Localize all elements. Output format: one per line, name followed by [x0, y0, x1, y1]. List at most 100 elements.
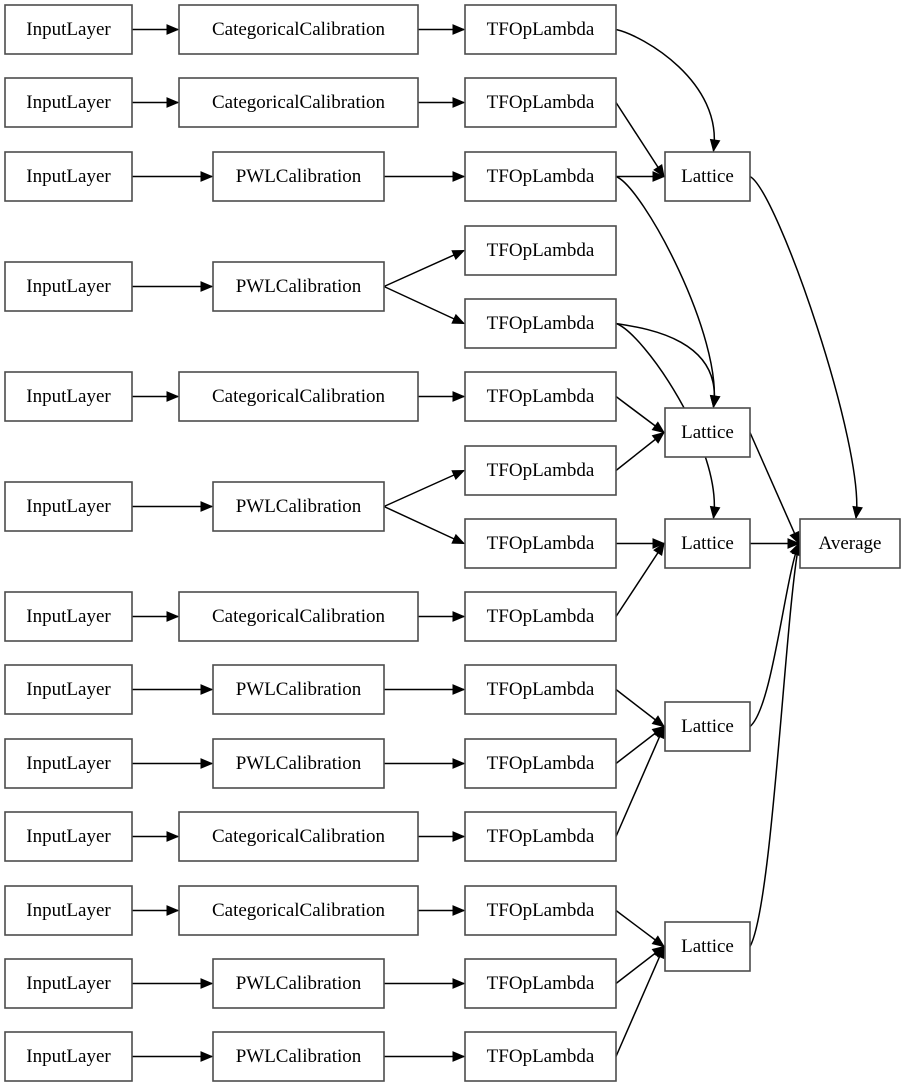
node-tfop-lambda-op6[interactable]: TFOpLambda [464, 371, 617, 422]
node-lattice-lat3[interactable]: Lattice [664, 518, 751, 569]
node-tfop-lambda-op11[interactable]: TFOpLambda [464, 738, 617, 789]
node-box[interactable] [178, 371, 419, 422]
edge-arrowhead [451, 249, 466, 261]
node-box[interactable] [4, 885, 133, 936]
node-box[interactable] [178, 591, 419, 642]
node-box[interactable] [664, 921, 751, 972]
node-categorical-calibration-cal11[interactable]: CategoricalCalibration [178, 885, 419, 936]
node-tfop-lambda-op14[interactable]: TFOpLambda [464, 958, 617, 1009]
node-box[interactable] [4, 664, 133, 715]
edge-line [615, 28, 716, 152]
node-box[interactable] [212, 261, 385, 312]
node-lattice-lat5[interactable]: Lattice [664, 921, 751, 972]
node-box[interactable] [464, 1031, 617, 1082]
node-box[interactable] [464, 4, 617, 55]
node-tfop-lambda-op8[interactable]: TFOpLambda [464, 518, 617, 569]
node-box[interactable] [4, 591, 133, 642]
node-box[interactable] [212, 958, 385, 1009]
node-box[interactable] [464, 811, 617, 862]
node-box[interactable] [212, 664, 385, 715]
node-input-layer-in8[interactable]: InputLayer [4, 664, 133, 715]
node-tfop-lambda-op4[interactable]: TFOpLambda [464, 225, 617, 276]
node-box[interactable] [464, 298, 617, 349]
node-pwlcalibration-cal9[interactable]: PWLCalibration [212, 738, 385, 789]
node-box[interactable] [4, 261, 133, 312]
node-box[interactable] [664, 518, 751, 569]
node-box[interactable] [464, 445, 617, 496]
node-pwlcalibration-cal3[interactable]: PWLCalibration [212, 151, 385, 202]
node-box[interactable] [464, 225, 617, 276]
node-box[interactable] [178, 885, 419, 936]
node-box[interactable] [464, 77, 617, 128]
node-tfop-lambda-op10[interactable]: TFOpLambda [464, 664, 617, 715]
node-pwlcalibration-cal4[interactable]: PWLCalibration [212, 261, 385, 312]
node-lattice-lat1[interactable]: Lattice [664, 151, 751, 202]
node-input-layer-in10[interactable]: InputLayer [4, 811, 133, 862]
node-tfop-lambda-op2[interactable]: TFOpLambda [464, 77, 617, 128]
node-box[interactable] [464, 958, 617, 1009]
node-box[interactable] [799, 518, 901, 569]
edge-line [383, 249, 465, 288]
node-input-layer-in1[interactable]: InputLayer [4, 4, 133, 55]
node-box[interactable] [4, 151, 133, 202]
node-pwlcalibration-cal13[interactable]: PWLCalibration [212, 1031, 385, 1082]
node-input-layer-in2[interactable]: InputLayer [4, 77, 133, 128]
node-input-layer-in11[interactable]: InputLayer [4, 885, 133, 936]
node-box[interactable] [4, 371, 133, 422]
node-tfop-lambda-op3[interactable]: TFOpLambda [464, 151, 617, 202]
node-box[interactable] [664, 407, 751, 458]
node-box[interactable] [178, 77, 419, 128]
node-lattice-lat4[interactable]: Lattice [664, 701, 751, 752]
node-input-layer-in3[interactable]: InputLayer [4, 151, 133, 202]
node-box[interactable] [178, 4, 419, 55]
node-box[interactable] [664, 701, 751, 752]
node-input-layer-in4[interactable]: InputLayer [4, 261, 133, 312]
node-box[interactable] [4, 958, 133, 1009]
node-box[interactable] [4, 811, 133, 862]
edge-arrowhead [200, 501, 214, 512]
node-tfop-lambda-op1[interactable]: TFOpLambda [464, 4, 617, 55]
node-input-layer-in5[interactable]: InputLayer [4, 371, 133, 422]
node-box[interactable] [464, 664, 617, 715]
node-tfop-lambda-op5[interactable]: TFOpLambda [464, 298, 617, 349]
node-tfop-lambda-op13[interactable]: TFOpLambda [464, 885, 617, 936]
node-input-layer-in7[interactable]: InputLayer [4, 591, 133, 642]
node-lattice-lat2[interactable]: Lattice [664, 407, 751, 458]
node-box[interactable] [464, 738, 617, 789]
node-box[interactable] [4, 738, 133, 789]
node-box[interactable] [464, 371, 617, 422]
node-tfop-lambda-op9[interactable]: TFOpLambda [464, 591, 617, 642]
node-box[interactable] [4, 1031, 133, 1082]
node-categorical-calibration-cal2[interactable]: CategoricalCalibration [178, 77, 419, 128]
node-box[interactable] [664, 151, 751, 202]
node-input-layer-in13[interactable]: InputLayer [4, 1031, 133, 1082]
node-box[interactable] [464, 151, 617, 202]
node-pwlcalibration-cal8[interactable]: PWLCalibration [212, 664, 385, 715]
node-average-avg[interactable]: Average [799, 518, 901, 569]
node-box[interactable] [212, 481, 385, 532]
node-pwlcalibration-cal12[interactable]: PWLCalibration [212, 958, 385, 1009]
node-box[interactable] [212, 151, 385, 202]
node-pwlcalibration-cal6[interactable]: PWLCalibration [212, 481, 385, 532]
node-box[interactable] [4, 481, 133, 532]
node-input-layer-in6[interactable]: InputLayer [4, 481, 133, 532]
node-tfop-lambda-op12[interactable]: TFOpLambda [464, 811, 617, 862]
node-input-layer-in9[interactable]: InputLayer [4, 738, 133, 789]
node-box[interactable] [178, 811, 419, 862]
edge-line [383, 505, 465, 545]
node-categorical-calibration-cal1[interactable]: CategoricalCalibration [178, 4, 419, 55]
node-categorical-calibration-cal5[interactable]: CategoricalCalibration [178, 371, 419, 422]
node-box[interactable] [4, 4, 133, 55]
node-box[interactable] [464, 885, 617, 936]
node-box[interactable] [464, 518, 617, 569]
node-box[interactable] [464, 591, 617, 642]
node-box[interactable] [212, 1031, 385, 1082]
node-categorical-calibration-cal7[interactable]: CategoricalCalibration [178, 591, 419, 642]
node-input-layer-in12[interactable]: InputLayer [4, 958, 133, 1009]
node-tfop-lambda-op7[interactable]: TFOpLambda [464, 445, 617, 496]
edge-line [615, 175, 716, 408]
node-categorical-calibration-cal10[interactable]: CategoricalCalibration [178, 811, 419, 862]
node-tfop-lambda-op15[interactable]: TFOpLambda [464, 1031, 617, 1082]
node-box[interactable] [212, 738, 385, 789]
node-box[interactable] [4, 77, 133, 128]
